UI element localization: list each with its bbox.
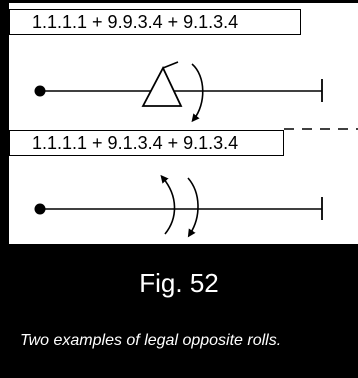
row-2-roll-arrow-up (160, 174, 176, 235)
row-2-figure (34, 174, 323, 238)
row-2-label: 1.1.1.1 + 9.1.3.4 + 9.1.3.4 (9, 130, 284, 156)
row-2-roll-arrow-down (187, 177, 199, 238)
row-1-roll-arrow (191, 63, 204, 123)
row-1-snap-flag (162, 61, 179, 69)
row-1-figure (34, 61, 323, 123)
figure-frame (0, 0, 358, 244)
maneuver-diagram (34, 61, 358, 238)
row-1-snap-roll-triangle (141, 65, 183, 107)
row-1-label: 1.1.1.1 + 9.9.3.4 + 9.1.3.4 (9, 9, 301, 35)
figure-caption: Two examples of legal opposite rolls. (20, 332, 282, 349)
figure-title: Fig. 52 (139, 268, 219, 298)
caption-area (0, 244, 358, 378)
